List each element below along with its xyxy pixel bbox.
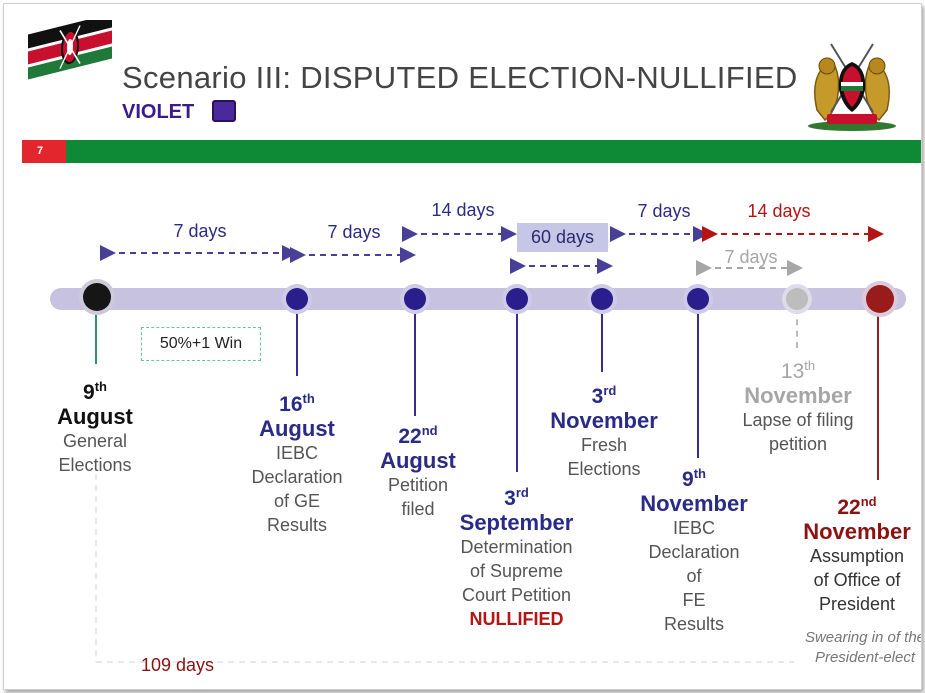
event-month: November — [744, 383, 852, 408]
event-desc: petition — [768, 434, 828, 454]
event-date-number: 9th — [682, 466, 706, 491]
event-month: September — [459, 510, 574, 535]
scenario-color-label: VIOLET — [122, 101, 195, 123]
event-desc: Elections — [58, 455, 132, 475]
timeline-node — [587, 284, 617, 314]
event-desc: of GE — [273, 491, 321, 511]
event-month: August — [259, 416, 335, 441]
kenya-coat-of-arms-icon — [808, 43, 896, 131]
timeline-node — [782, 284, 812, 314]
swearing-in-note: Swearing in of the President-elect — [804, 629, 922, 666]
event-aug22: 22nd August Petition filed — [359, 419, 477, 521]
event-desc: Determination — [460, 537, 573, 557]
event-date-number: 3rd — [591, 383, 617, 408]
timeline-node — [79, 279, 115, 315]
event-desc: Assumption — [809, 546, 905, 566]
slide-number-band — [22, 140, 66, 163]
event-stem — [516, 308, 518, 472]
interval-label-highlight: 60 days — [517, 223, 608, 252]
interval-label: 7 days — [173, 221, 227, 241]
event-month: August — [57, 404, 133, 429]
event-month: August — [380, 448, 456, 473]
event-desc: Declaration — [648, 542, 740, 562]
header-green-band — [66, 140, 921, 163]
event-desc: Court Petition — [461, 585, 572, 605]
timeline-node — [683, 284, 713, 314]
timeline-node — [502, 284, 532, 314]
event-aug16: 16th August IEBC Declaration of GE Resul… — [232, 387, 362, 537]
event-nov13: 13th November Lapse of filing petition — [730, 354, 866, 456]
event-desc: of — [686, 566, 702, 586]
event-desc: Lapse of filing — [742, 410, 854, 430]
interval-label: 14 days — [431, 200, 495, 220]
event-desc: IEBC — [672, 518, 715, 538]
interval-label: 7 days — [637, 201, 691, 221]
interval-label: 7 days — [327, 222, 381, 242]
event-month: November — [550, 408, 658, 433]
event-desc: Elections — [567, 459, 641, 479]
event-desc: IEBC — [275, 443, 318, 463]
event-date-number: 16th — [279, 391, 315, 416]
page-title: Scenario III: DISPUTED ELECTION-NULLIFIE… — [122, 60, 798, 95]
interval-label: 14 days — [747, 201, 811, 221]
timeline-node — [862, 281, 898, 317]
event-nov22: 22nd November Assumption of Office of Pr… — [790, 490, 921, 616]
event-stem — [95, 308, 97, 364]
event-date-number: 22nd — [837, 494, 877, 519]
event-stem — [877, 308, 879, 480]
win-threshold-box: 50%+1 Win — [141, 327, 261, 361]
event-nov3: 3rd November Fresh Elections — [534, 379, 674, 481]
event-date-number: 13th — [780, 358, 816, 383]
event-desc: Fresh — [580, 435, 627, 455]
event-desc: Declaration — [251, 467, 343, 487]
interval-arrows — [95, 226, 884, 663]
event-desc: Results — [266, 515, 328, 535]
timeline-node — [400, 284, 430, 314]
event-desc: FE — [682, 590, 706, 610]
slide: Scenario III: DISPUTED ELECTION-NULLIFIE… — [3, 3, 922, 690]
event-date-number: 3rd — [504, 485, 529, 510]
event-stem — [796, 308, 798, 348]
event-desc: President — [818, 594, 896, 614]
event-desc: filed — [401, 499, 435, 519]
event-stem — [601, 308, 603, 372]
event-aug9: 9th August General Elections — [25, 375, 165, 477]
event-desc: of Supreme — [469, 561, 564, 581]
slide-number: 7 — [36, 145, 44, 157]
event-desc: Petition — [387, 475, 449, 495]
event-desc: General — [62, 431, 128, 451]
event-desc: Results — [663, 614, 725, 634]
kenya-flag-icon — [28, 20, 112, 80]
event-nov9: 9th November IEBC Declaration of FE Resu… — [626, 462, 762, 636]
timeline-node — [282, 284, 312, 314]
event-stem — [296, 308, 298, 376]
event-month: November — [803, 519, 911, 544]
event-stem — [414, 308, 416, 416]
total-days-label: 109 days — [141, 655, 215, 675]
event-date-number: 22nd — [398, 423, 438, 448]
timeline-bar — [50, 288, 906, 310]
event-desc: of Office of — [813, 570, 901, 590]
event-month: November — [640, 491, 748, 516]
event-stem — [697, 308, 699, 458]
event-date-number: 9th — [83, 379, 107, 404]
violet-swatch — [212, 100, 236, 122]
event-sep3: 3rd September Determination of Supreme C… — [444, 481, 589, 631]
nullified-flag: NULLIFIED — [469, 609, 564, 629]
